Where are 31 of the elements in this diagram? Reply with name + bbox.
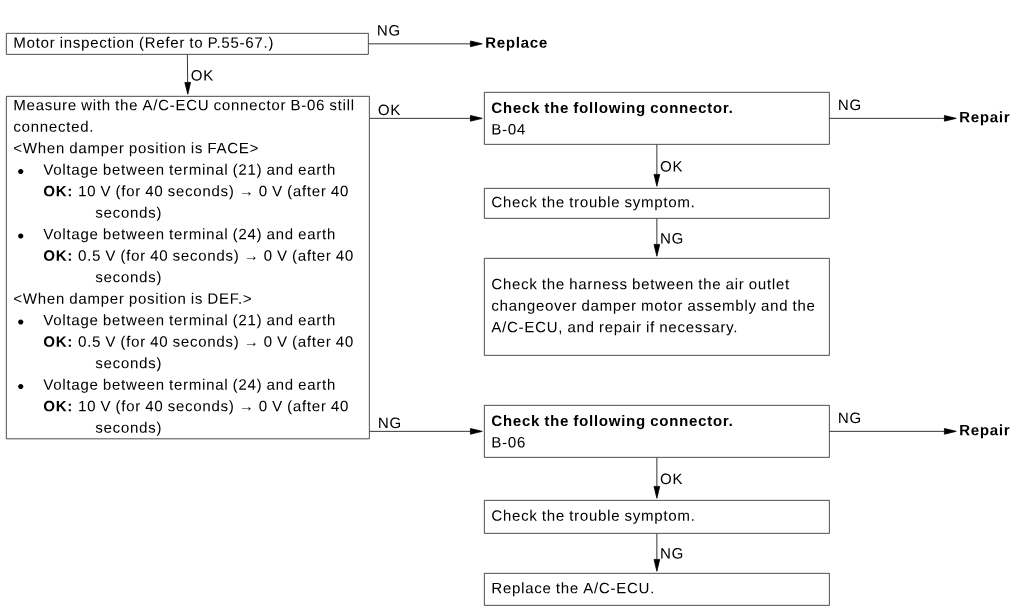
edge-label: OK (660, 161, 683, 172)
arrow (369, 428, 483, 435)
arrow (184, 54, 191, 95)
process-box: Check the trouble symptom. (484, 500, 830, 534)
arrow (653, 144, 661, 187)
arrow (369, 115, 483, 122)
edge-label: NG (378, 25, 400, 36)
arrow (653, 533, 661, 572)
edge-label: NG (379, 417, 400, 429)
edge-label: NG (839, 99, 861, 111)
process-box: Check the following connector. B-06 (484, 405, 830, 458)
arrow (653, 457, 661, 499)
process-box: Motor inspection (Refer to P.55-67.) (6, 33, 369, 55)
edge-label: OK (660, 473, 683, 485)
process-box: Replace the A/C-ECU. (484, 573, 830, 606)
process-box: Check the following connector. B-04 (484, 92, 830, 145)
outcome-text: Replace (486, 36, 547, 51)
edge-label: NG (661, 233, 683, 244)
process-box: Check the trouble symptom. (484, 188, 830, 219)
arrow (829, 428, 957, 435)
process-box: Measure with the A/C-ECU connector B-06 still connected. <When damper position is FACE> Voltage between terminal (21) and earth OK: 10 V (for 40 seconds) → 0 V (after 40 seconds) Voltage between terminal (24) and earth OK: 0.5 V (for 40 seconds) → 0 V (after 40 seconds) <When damper position is DEF.> Voltage between terminal (21) and earth OK: 0.5 V (for 40 seconds) → 0 V (after 40 seconds) Voltage between terminal (24) and earth OK: 10 V (for 40 seconds) → 0 V (after 40 seconds) (6, 96, 370, 440)
outcome-text: Repair (960, 424, 1010, 439)
arrow (653, 218, 661, 257)
arrow (368, 40, 483, 48)
edge-label: NG (839, 412, 861, 424)
edge-label: NG (661, 548, 683, 559)
edge-label: OK (378, 104, 401, 116)
arrow (829, 115, 957, 122)
edge-label: OK (191, 70, 214, 81)
process-box: Check the harness between the air outlet changeover damper motor assembly and the A/C-ECU, and repair if necessary. (484, 258, 830, 356)
outcome-text: Repair (960, 111, 1010, 126)
